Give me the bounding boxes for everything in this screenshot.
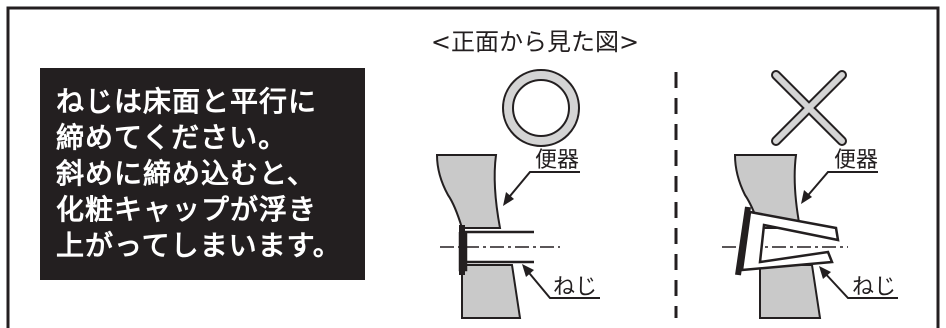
incorrect-toilet-label: 便器 <box>834 148 878 173</box>
correct-circle-icon <box>501 69 581 147</box>
correct-screw-label: ねじ <box>553 275 597 300</box>
instruction-line: 締めてください。 <box>56 121 288 154</box>
incorrect-screw <box>740 210 840 272</box>
correct-toilet-upper-section <box>435 154 502 229</box>
incorrect-cross-icon <box>771 70 847 146</box>
correct-screw-arrowhead <box>522 264 534 277</box>
incorrect-toilet-lower-section <box>759 264 822 319</box>
correct-screw-leader <box>524 267 600 299</box>
correct-toilet-lower-section <box>461 264 522 319</box>
correct-toilet-leader <box>504 171 580 203</box>
incorrect-screw-arrowhead <box>819 266 831 279</box>
incorrect-screw-label: ねじ <box>852 275 896 300</box>
incorrect-screw-leader <box>821 269 898 299</box>
correct-toilet-arrowhead <box>503 192 514 206</box>
incorrect-screw-head <box>735 206 751 276</box>
correct-example: 便器 ねじ <box>435 69 600 319</box>
incorrect-toilet-arrowhead <box>801 190 812 204</box>
instruction-box: ねじは床面と平行に 締めてください。 斜めに締め込むと、 化粧キャップが浮き 上… <box>40 68 365 280</box>
view-title: <正面から見た図> <box>431 28 639 56</box>
correct-toilet-label: 便器 <box>535 148 579 173</box>
outer-frame <box>6 6 940 328</box>
instruction-line: ねじは床面と平行に <box>56 85 318 118</box>
instruction-line: 化粧キャップが浮き <box>56 193 318 226</box>
instruction-line: 斜めに締め込むと、 <box>56 157 316 190</box>
instruction-line: 上がってしまいます。 <box>56 229 342 262</box>
incorrect-example: 便器 ねじ <box>722 70 898 319</box>
incorrect-toilet-leader <box>803 171 878 201</box>
